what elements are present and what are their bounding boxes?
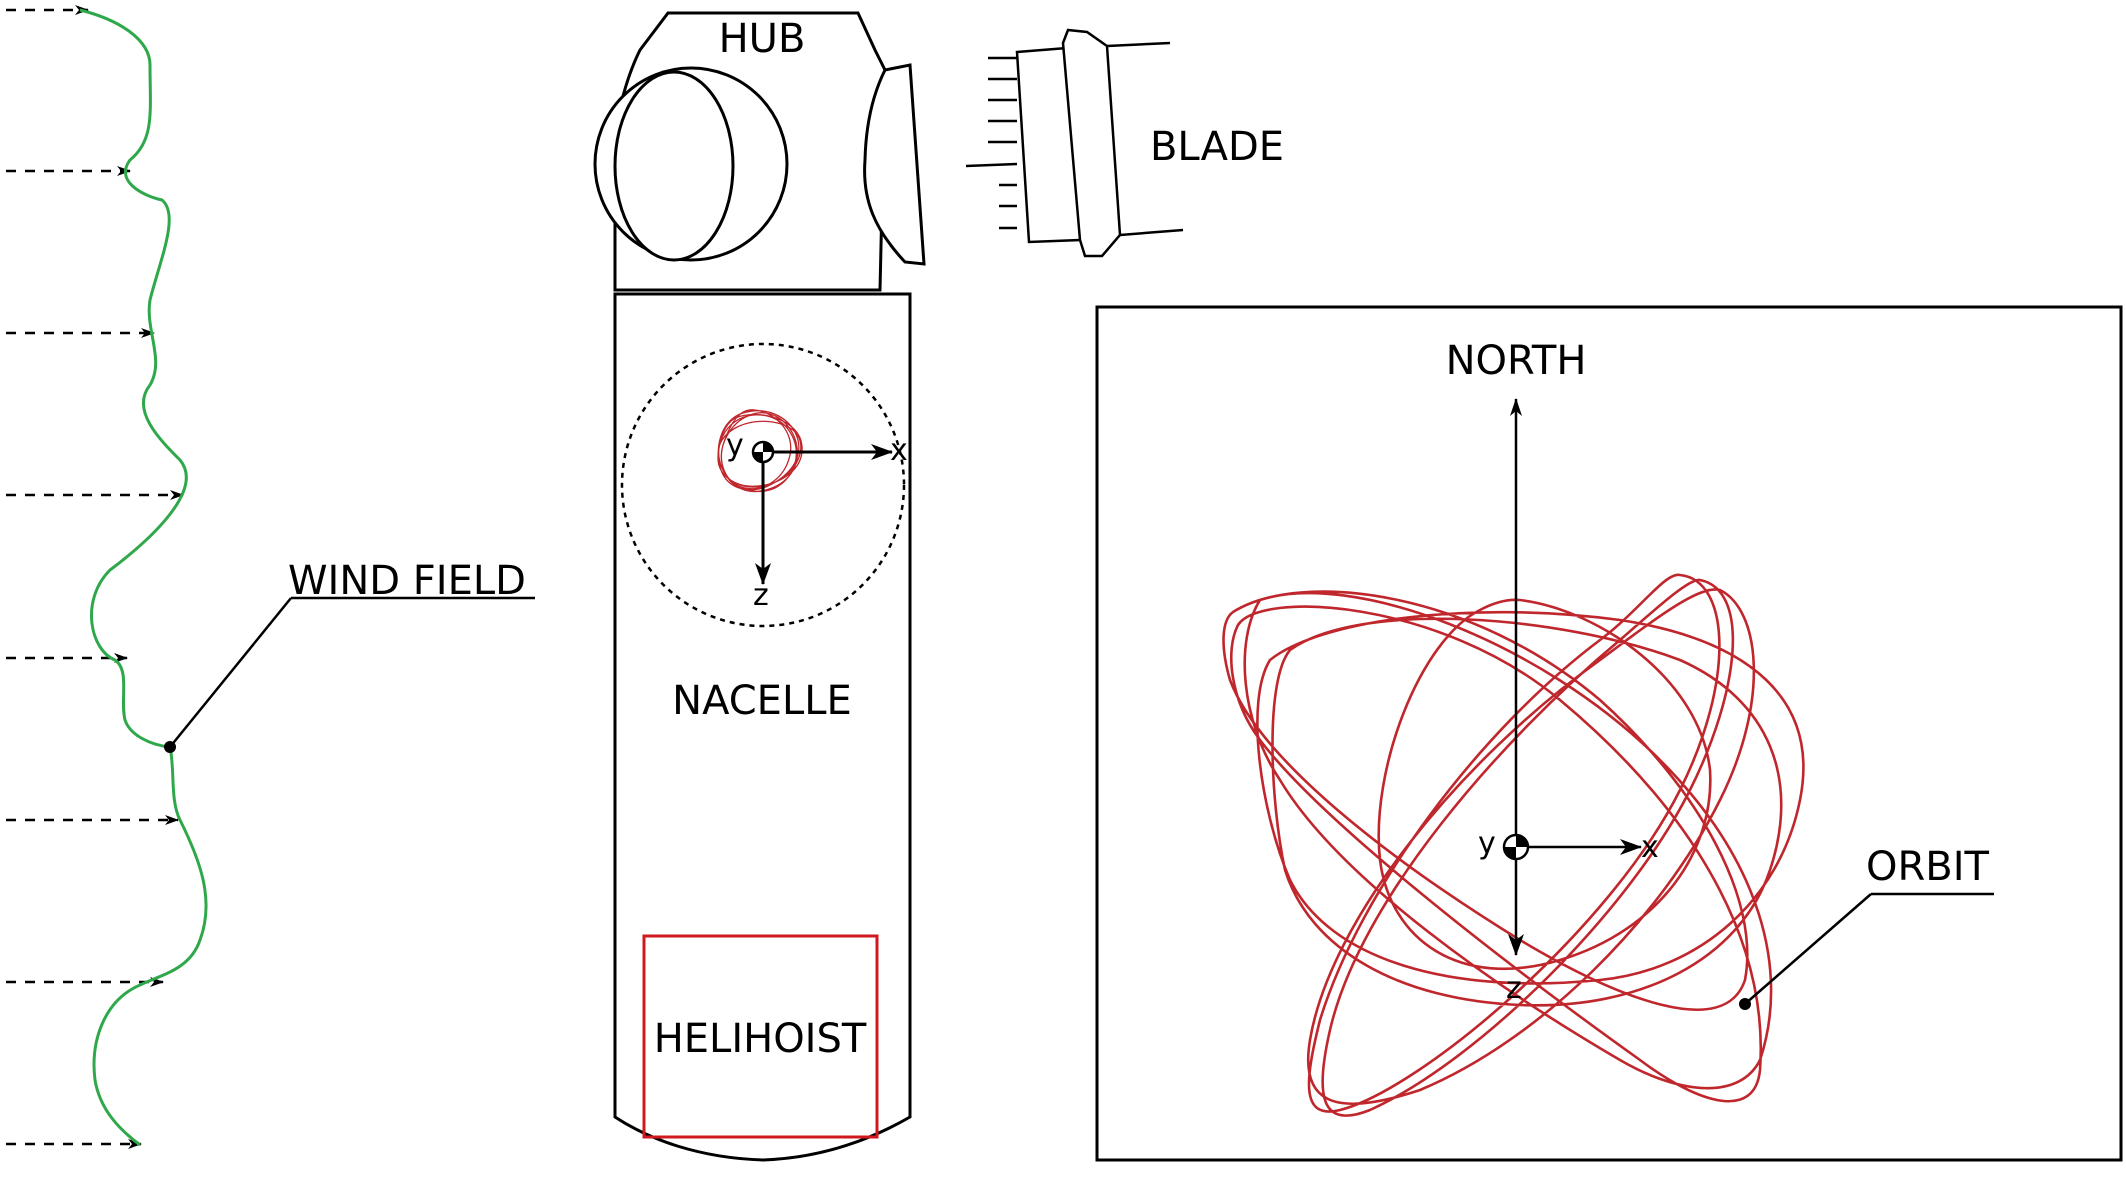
nacelle-label: NACELLE — [672, 678, 852, 724]
orbit-leader — [1744, 893, 1872, 1005]
hub: HUB — [593, 11, 926, 292]
helihoist-box — [642, 934, 879, 1139]
orbit-trace — [1222, 573, 1805, 1117]
orbit-label: ORBIT — [1866, 844, 1990, 890]
wind-field-anchor-dot — [164, 741, 176, 753]
wind-profile-curve — [79, 8, 208, 1147]
blade: BLADE — [965, 28, 1284, 258]
wind-field: WIND FIELD — [6, 5, 535, 1149]
nacelle-x-label: x — [890, 433, 908, 468]
hub-label: HUB — [719, 16, 806, 62]
orbit-y-label: y — [1478, 826, 1496, 861]
hub-spinner-inner — [613, 70, 735, 262]
wind-arrows — [6, 5, 184, 1149]
orbit-origin-icon — [1502, 833, 1530, 861]
nacelle-z-label: z — [753, 578, 769, 613]
nacelle-footprint-circle — [620, 342, 906, 628]
wind-field-label: WIND FIELD — [288, 558, 526, 604]
nacelle: x y z NACELLE HELIHOIST — [613, 292, 912, 1162]
orbit-x-label: x — [1641, 830, 1659, 865]
blade-edge-bottom — [1119, 228, 1184, 237]
wind-field-leader — [169, 597, 292, 748]
orbit-panel-frame — [1095, 305, 2123, 1162]
helihoist-label: HELIHOIST — [654, 1016, 867, 1062]
orbit-panel: NORTH x y z ORBIT — [1095, 305, 2123, 1162]
nacelle-orbit-trace — [717, 409, 803, 493]
orbit-anchor-dot — [1739, 998, 1751, 1010]
nacelle-y-label: y — [726, 428, 744, 463]
blade-root-bolts — [965, 56, 1018, 230]
blade-label: BLADE — [1150, 124, 1284, 170]
nacelle-body — [613, 292, 912, 1162]
orbit-z-label: z — [1506, 971, 1522, 1006]
north-label: NORTH — [1446, 338, 1587, 384]
hub-side-flange — [863, 63, 926, 266]
blade-edge-top — [1106, 41, 1171, 48]
nacelle-origin-icon — [751, 440, 775, 464]
